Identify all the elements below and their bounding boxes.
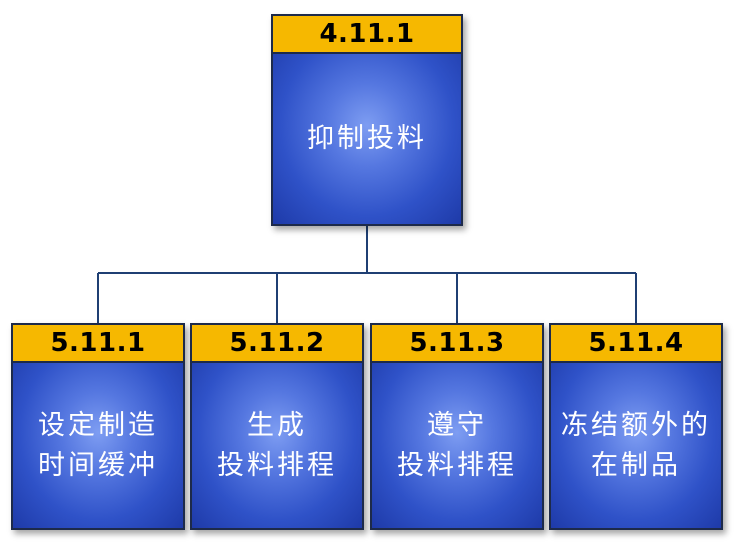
child-node-2: 5.11.2 生成 投料排程	[190, 323, 364, 530]
child-node-body: 设定制造 时间缓冲	[13, 363, 183, 528]
child-node-label: 生成 投料排程	[217, 410, 337, 481]
child-node-body: 冻结额外的 在制品	[551, 363, 721, 528]
child-node-3: 5.11.3 遵守 投料排程	[370, 323, 544, 530]
child-node-code: 5.11.2	[192, 325, 362, 363]
root-node-code: 4.11.1	[273, 16, 461, 54]
child-node-body: 遵守 投料排程	[372, 363, 542, 528]
child-node-label: 遵守 投料排程	[397, 410, 517, 481]
root-node: 4.11.1 抑制投料	[271, 14, 463, 226]
child-node-body: 生成 投料排程	[192, 363, 362, 528]
child-node-code: 5.11.4	[551, 325, 721, 363]
root-node-body: 抑制投料	[273, 54, 461, 224]
child-node-code: 5.11.1	[13, 325, 183, 363]
child-node-code: 5.11.3	[372, 325, 542, 363]
child-node-4: 5.11.4 冻结额外的 在制品	[549, 323, 723, 530]
child-node-1: 5.11.1 设定制造 时间缓冲	[11, 323, 185, 530]
child-node-label: 设定制造 时间缓冲	[38, 410, 158, 481]
root-node-label: 抑制投料	[307, 123, 427, 155]
child-node-label: 冻结额外的 在制品	[561, 410, 711, 481]
